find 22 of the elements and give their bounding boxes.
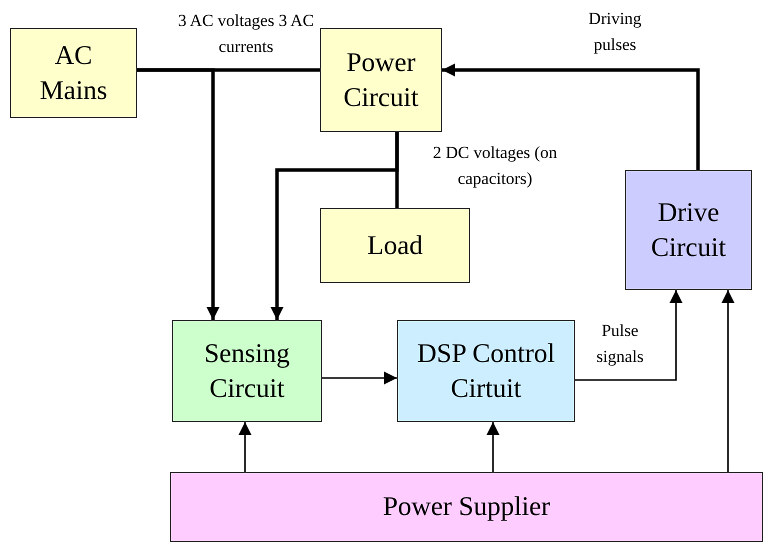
- process-box: [172, 320, 322, 422]
- arrow: [722, 290, 734, 472]
- arrow: [442, 64, 700, 170]
- supply-bar: [170, 472, 763, 542]
- arrow: [137, 68, 220, 320]
- node-label: Load: [367, 228, 423, 262]
- process-box: [320, 28, 442, 132]
- arrow: [238, 422, 252, 472]
- node-label: DSP Control Cirtuit: [416, 336, 556, 405]
- arrow: [322, 372, 397, 384]
- load-box: [320, 208, 470, 283]
- node-label: Power Supplier: [382, 490, 550, 524]
- node-label: Sensing Circuit: [203, 336, 291, 405]
- arrow: [486, 422, 500, 472]
- process-box: [397, 320, 575, 422]
- node-label: Power Circuit: [342, 46, 420, 114]
- connector-line: [395, 132, 399, 208]
- source-box: [10, 28, 137, 118]
- node-label: AC Mains: [38, 38, 108, 107]
- node-label: Drive Circuit: [650, 196, 727, 264]
- arrow: [575, 290, 682, 381]
- process-box: [625, 170, 752, 290]
